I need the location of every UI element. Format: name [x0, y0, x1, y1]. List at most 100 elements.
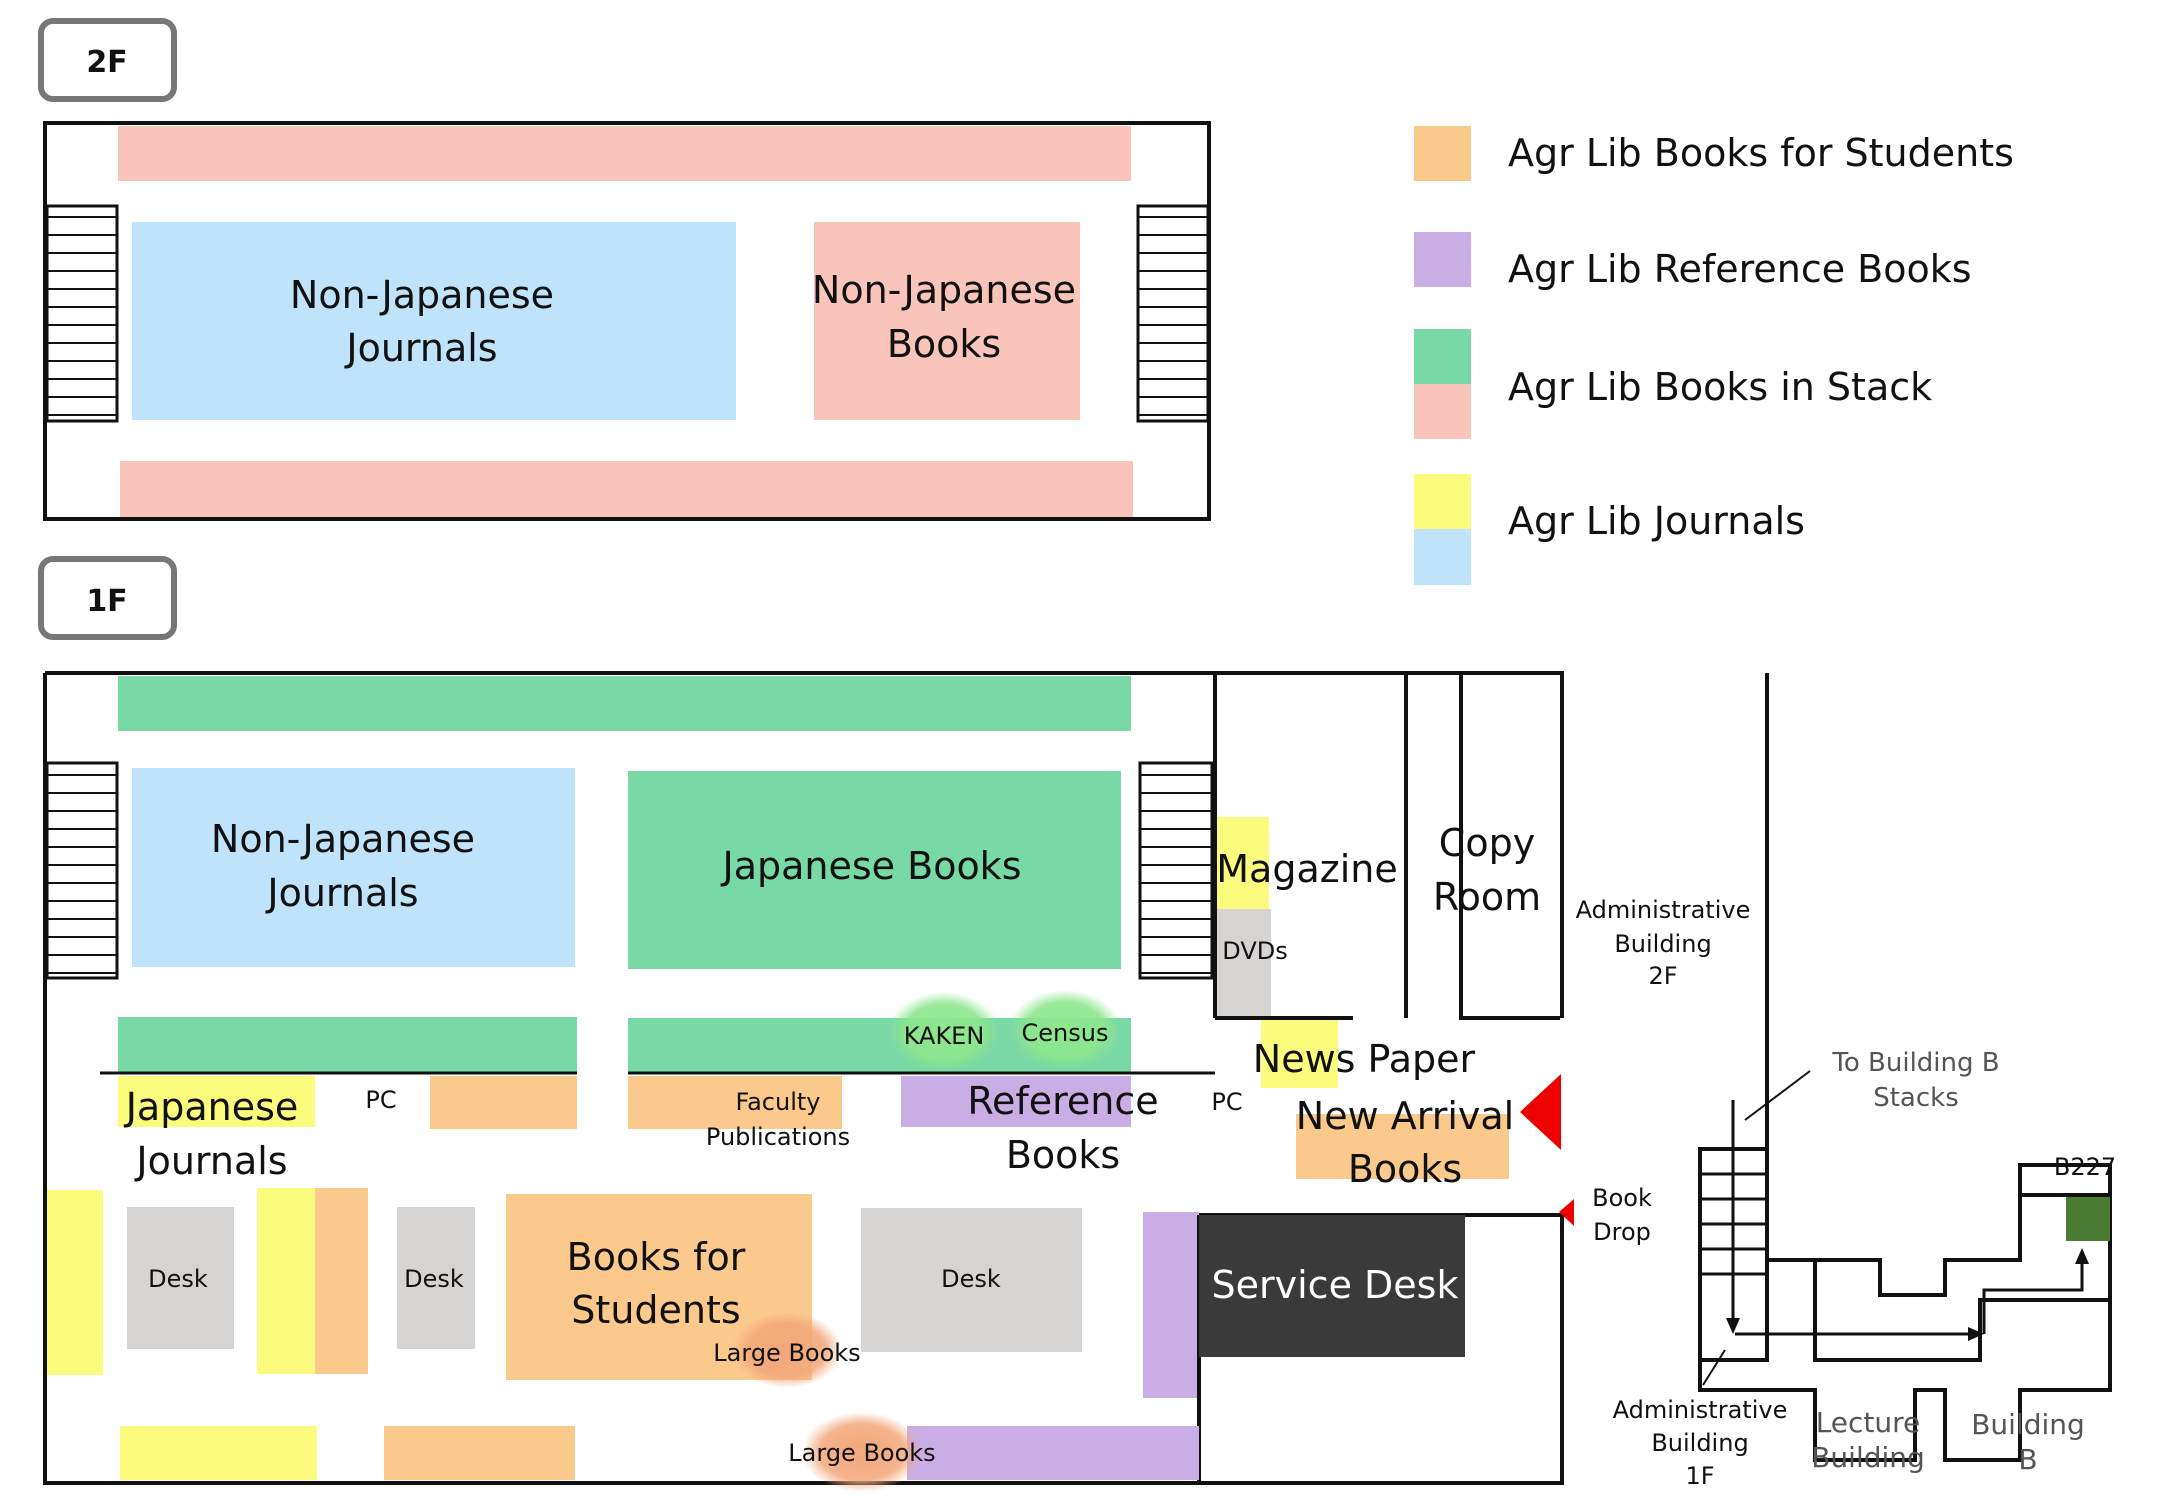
- legend-swatch-pink: [1414, 384, 1471, 439]
- dvds-label: DVDs: [1222, 937, 1287, 965]
- copy-room-line2: Room: [1433, 875, 1541, 919]
- census-highlight: [1009, 990, 1121, 1070]
- japanese-journals-shelf: [118, 1076, 315, 1127]
- building-b-line2: B: [2018, 1443, 2037, 1476]
- students-books-shelf-bottom: [384, 1426, 575, 1480]
- admin-2f-line1: Administrative: [1576, 896, 1751, 924]
- reference-shelf-vertical: [1143, 1212, 1199, 1398]
- legend-item-students-books: Agr Lib Books for Students: [1414, 126, 2014, 181]
- japanese-journals-line2: Journals: [134, 1139, 287, 1183]
- entrance-arrow-icon: [1520, 1074, 1561, 1150]
- large-books-2-label: Large Books: [788, 1439, 935, 1467]
- dvd-shelf: [1217, 909, 1271, 1016]
- legend-swatch-yellow: [1414, 474, 1471, 529]
- to-building-b-line1: To Building B: [1831, 1048, 1999, 1078]
- non-japanese-journals-2f-line1: Non-Japanese: [290, 273, 554, 317]
- pc-left-label: PC: [365, 1086, 396, 1114]
- large-books-1-label: Large Books: [713, 1339, 860, 1367]
- news-paper-label: News Paper: [1253, 1037, 1476, 1081]
- journals-shelf-left: [47, 1190, 103, 1375]
- books-for-students-line1: Books for: [567, 1235, 746, 1279]
- second-floor-plan: Non-Japanese Journals Non-Japanese Books: [43, 121, 1211, 521]
- stairs-left-1f: [45, 761, 119, 980]
- non-japanese-journals-2f-line2: Journals: [344, 326, 497, 370]
- desk-2-label: Desk: [404, 1265, 464, 1293]
- journals-shelf-middle: [257, 1188, 315, 1374]
- new-arrival-books-shelf: [1296, 1114, 1509, 1179]
- non-japanese-books-2f-line2: Books: [887, 322, 1001, 366]
- legend-label-books-in-stack: Agr Lib Books in Stack: [1508, 365, 1932, 409]
- desk-1-label: Desk: [148, 1265, 208, 1293]
- stack-shelf-top-2f: [118, 126, 1131, 181]
- non-japanese-journals-1f-line1: Non-Japanese: [211, 817, 475, 861]
- non-japanese-books-2f-line1: Non-Japanese: [812, 268, 1076, 312]
- non-japanese-journals-1f: [132, 768, 575, 967]
- legend-label-journals: Agr Lib Journals: [1508, 499, 1805, 543]
- non-japanese-journals-1f-line2: Journals: [265, 871, 418, 915]
- building-outlines: [1698, 1258, 2112, 1462]
- to-building-b-line2: Stacks: [1873, 1083, 1959, 1113]
- legend-item-books-in-stack: Agr Lib Books in Stack: [1414, 329, 1932, 439]
- kaken-label: KAKEN: [904, 1022, 985, 1050]
- stairs-right-1f: [1138, 761, 1214, 980]
- faculty-publications-shelf: [628, 1076, 842, 1129]
- b227-label: B227: [2054, 1153, 2116, 1181]
- reference-books-line1: Reference: [967, 1079, 1158, 1123]
- first-floor-outline: [43, 671, 1564, 1485]
- stairs-left-2f: [45, 204, 119, 423]
- book-drop-arrow-icon: [1559, 1199, 1574, 1226]
- to-building-b-leader: [1744, 1070, 1811, 1121]
- pc-right-label: PC: [1211, 1088, 1242, 1116]
- admin-2f-line3: 2F: [1648, 962, 1677, 990]
- book-drop-line1: Book: [1592, 1184, 1652, 1212]
- book-drop-line2: Drop: [1593, 1218, 1651, 1246]
- site-map: Administrative Building 2F B227 To Build…: [1576, 673, 2116, 1490]
- large-books-2-highlight: [802, 1412, 922, 1492]
- reference-books-line2: Books: [1006, 1133, 1120, 1177]
- students-books-shelf-small: [430, 1076, 577, 1129]
- japanese-books-label: Japanese Books: [721, 844, 1022, 888]
- stack-shelf-middle-left: [118, 1017, 577, 1073]
- japanese-journals-line1: Japanese: [124, 1085, 299, 1129]
- admin-1f-line1: Administrative: [1613, 1396, 1788, 1424]
- books-for-students-line2: Students: [571, 1288, 740, 1332]
- legend-swatch-orange: [1414, 126, 1471, 181]
- new-arrival-books-line1: New Arrival: [1296, 1094, 1514, 1138]
- japanese-books: [628, 771, 1121, 969]
- kaken-highlight: [888, 992, 1000, 1072]
- b227-room: [2066, 1197, 2110, 1241]
- legend: Agr Lib Books for Students Agr Lib Refer…: [1414, 126, 2014, 585]
- reference-shelf-bottom: [907, 1426, 1199, 1480]
- desk-3-label: Desk: [941, 1265, 1001, 1293]
- legend-swatch-green: [1414, 329, 1471, 384]
- service-desk-label: Service Desk: [1212, 1263, 1459, 1307]
- floor-tag-2f: 2F: [38, 18, 177, 102]
- legend-item-journals: Agr Lib Journals: [1414, 474, 1805, 585]
- legend-item-reference-books: Agr Lib Reference Books: [1414, 232, 1972, 291]
- journals-shelf-bottom: [120, 1426, 317, 1480]
- admin-1f-leader: [1702, 1349, 1726, 1386]
- admin-1f-line3: 1F: [1685, 1462, 1714, 1490]
- faculty-publications-line1: Faculty: [736, 1088, 821, 1116]
- floor-tag-1f-label: 1F: [86, 584, 127, 619]
- service-desk: [1199, 1215, 1465, 1357]
- reference-books-shelf: [901, 1076, 1131, 1127]
- large-books-1-highlight: [732, 1312, 842, 1388]
- lecture-building-outline: [1815, 1193, 2112, 1300]
- copy-room-line1: Copy: [1439, 821, 1535, 865]
- admin-1f-line2: Building: [1651, 1429, 1748, 1457]
- legend-label-reference-books: Agr Lib Reference Books: [1508, 247, 1972, 291]
- building-b-line1: Building: [1971, 1408, 2085, 1441]
- stack-shelf-bottom-2f: [120, 461, 1133, 517]
- magazine-label: Magazine: [1216, 847, 1397, 891]
- admin-2f-line2: Building: [1614, 930, 1711, 958]
- news-paper-shelf: [1261, 1020, 1338, 1088]
- stack-shelf-top-1f: [118, 676, 1131, 731]
- magazine-shelf: [1217, 817, 1269, 909]
- room-partitions: [1213, 673, 1560, 1020]
- stairs-right-2f: [1136, 204, 1210, 423]
- census-label: Census: [1022, 1019, 1109, 1047]
- floor-tag-2f-label: 2F: [86, 45, 127, 80]
- legend-swatch-blue: [1414, 529, 1471, 585]
